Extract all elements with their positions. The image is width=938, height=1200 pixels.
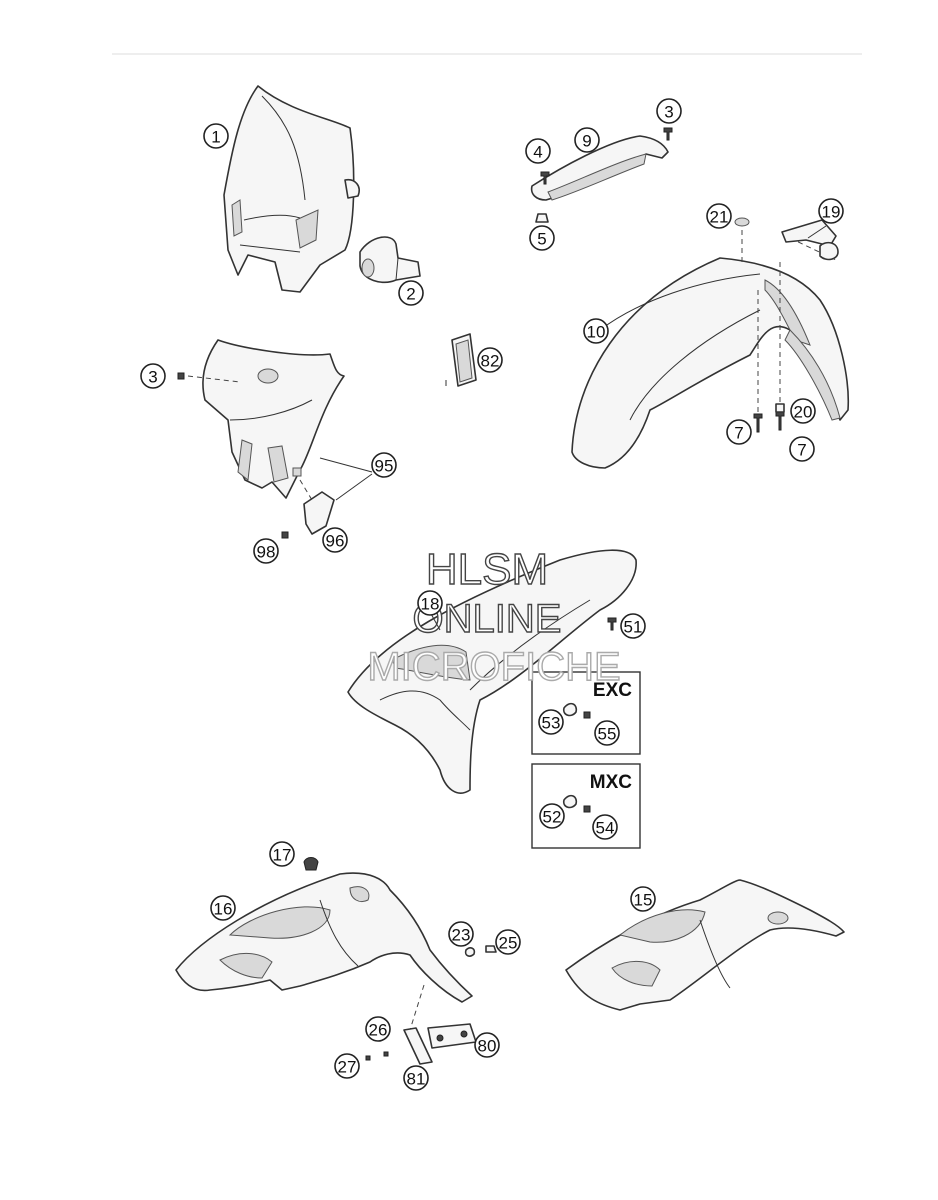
callout-95: 95 — [371, 452, 397, 478]
callout-81: 81 — [403, 1065, 429, 1091]
svg-text:7: 7 — [797, 441, 806, 460]
svg-text:19: 19 — [822, 203, 841, 222]
callouts: 1 2 3 4 9 5 21 19 10 3 82 7 20 7 95 98 9… — [140, 98, 844, 1091]
svg-text:98: 98 — [257, 543, 276, 562]
svg-text:21: 21 — [710, 208, 729, 227]
svg-text:55: 55 — [598, 725, 617, 744]
variant-label-mxc: MXC — [590, 772, 633, 793]
callout-26: 26 — [365, 1016, 391, 1042]
svg-text:7: 7 — [734, 424, 743, 443]
callout-1: 1 — [203, 123, 229, 149]
svg-text:5: 5 — [537, 230, 546, 249]
svg-text:27: 27 — [338, 1058, 357, 1077]
callout-3: 3 — [656, 98, 682, 124]
headlight-clamp — [359, 236, 421, 284]
svg-text:10: 10 — [587, 323, 606, 342]
svg-text:18: 18 — [421, 595, 440, 614]
callout-53: 53 — [538, 709, 564, 735]
front-fender-15 — [565, 879, 845, 1011]
svg-text:51: 51 — [624, 618, 643, 637]
svg-text:3: 3 — [664, 103, 673, 122]
rear-fender — [347, 549, 637, 794]
svg-text:20: 20 — [794, 403, 813, 422]
svg-text:3: 3 — [148, 368, 157, 387]
svg-text:52: 52 — [543, 808, 562, 827]
callout-9: 9 — [574, 127, 600, 153]
front-fender — [571, 217, 850, 469]
svg-text:53: 53 — [542, 714, 561, 733]
watermark-line3: MICROFICHE — [367, 645, 620, 689]
callout-18: 18 — [417, 590, 443, 616]
callout-17: 17 — [269, 841, 295, 867]
svg-text:81: 81 — [407, 1070, 426, 1089]
callout-10: 10 — [583, 318, 609, 344]
svg-text:1: 1 — [211, 128, 220, 147]
svg-text:23: 23 — [452, 926, 471, 945]
chain-guard — [530, 127, 673, 223]
svg-text:4: 4 — [533, 143, 542, 162]
callout-2: 2 — [398, 280, 424, 306]
fender-bracket — [781, 219, 839, 261]
front-fender-16 — [175, 857, 497, 1031]
callout-7: 7 — [726, 419, 752, 445]
reflector — [445, 333, 477, 387]
headlight-mask — [223, 85, 360, 293]
svg-text:15: 15 — [634, 891, 653, 910]
callout-54: 54 — [592, 814, 618, 840]
watermark-line1: HLSM — [426, 545, 548, 594]
svg-text:25: 25 — [499, 934, 518, 953]
svg-text:16: 16 — [214, 900, 233, 919]
callout-16: 16 — [210, 895, 236, 921]
number-plate — [177, 339, 345, 539]
callout-98: 98 — [253, 538, 279, 564]
variant-label-exc: EXC — [593, 680, 632, 701]
svg-text:9: 9 — [582, 132, 591, 151]
license-plate — [365, 1023, 477, 1065]
callout-55: 55 — [594, 720, 620, 746]
callout-15: 15 — [630, 886, 656, 912]
svg-text:54: 54 — [596, 819, 615, 838]
callout-23: 23 — [448, 921, 474, 947]
callout-7-b: 7 — [789, 436, 815, 462]
svg-text:82: 82 — [481, 352, 500, 371]
callout-4: 4 — [525, 138, 551, 164]
callout-5: 5 — [529, 225, 555, 251]
callout-19: 19 — [818, 198, 844, 224]
svg-text:26: 26 — [369, 1021, 388, 1040]
callout-82: 82 — [477, 347, 503, 373]
callout-80: 80 — [474, 1032, 500, 1058]
callout-96: 96 — [322, 527, 348, 553]
svg-text:2: 2 — [406, 285, 415, 304]
svg-text:96: 96 — [326, 532, 345, 551]
svg-text:95: 95 — [375, 457, 394, 476]
callout-51: 51 — [620, 613, 646, 639]
callout-25: 25 — [495, 929, 521, 955]
callout-27: 27 — [334, 1053, 360, 1079]
callout-3-b: 3 — [140, 363, 166, 389]
callout-52: 52 — [539, 803, 565, 829]
callout-21: 21 — [706, 203, 732, 229]
callout-20: 20 — [790, 398, 816, 424]
svg-text:17: 17 — [273, 846, 292, 865]
svg-text:80: 80 — [478, 1037, 497, 1056]
